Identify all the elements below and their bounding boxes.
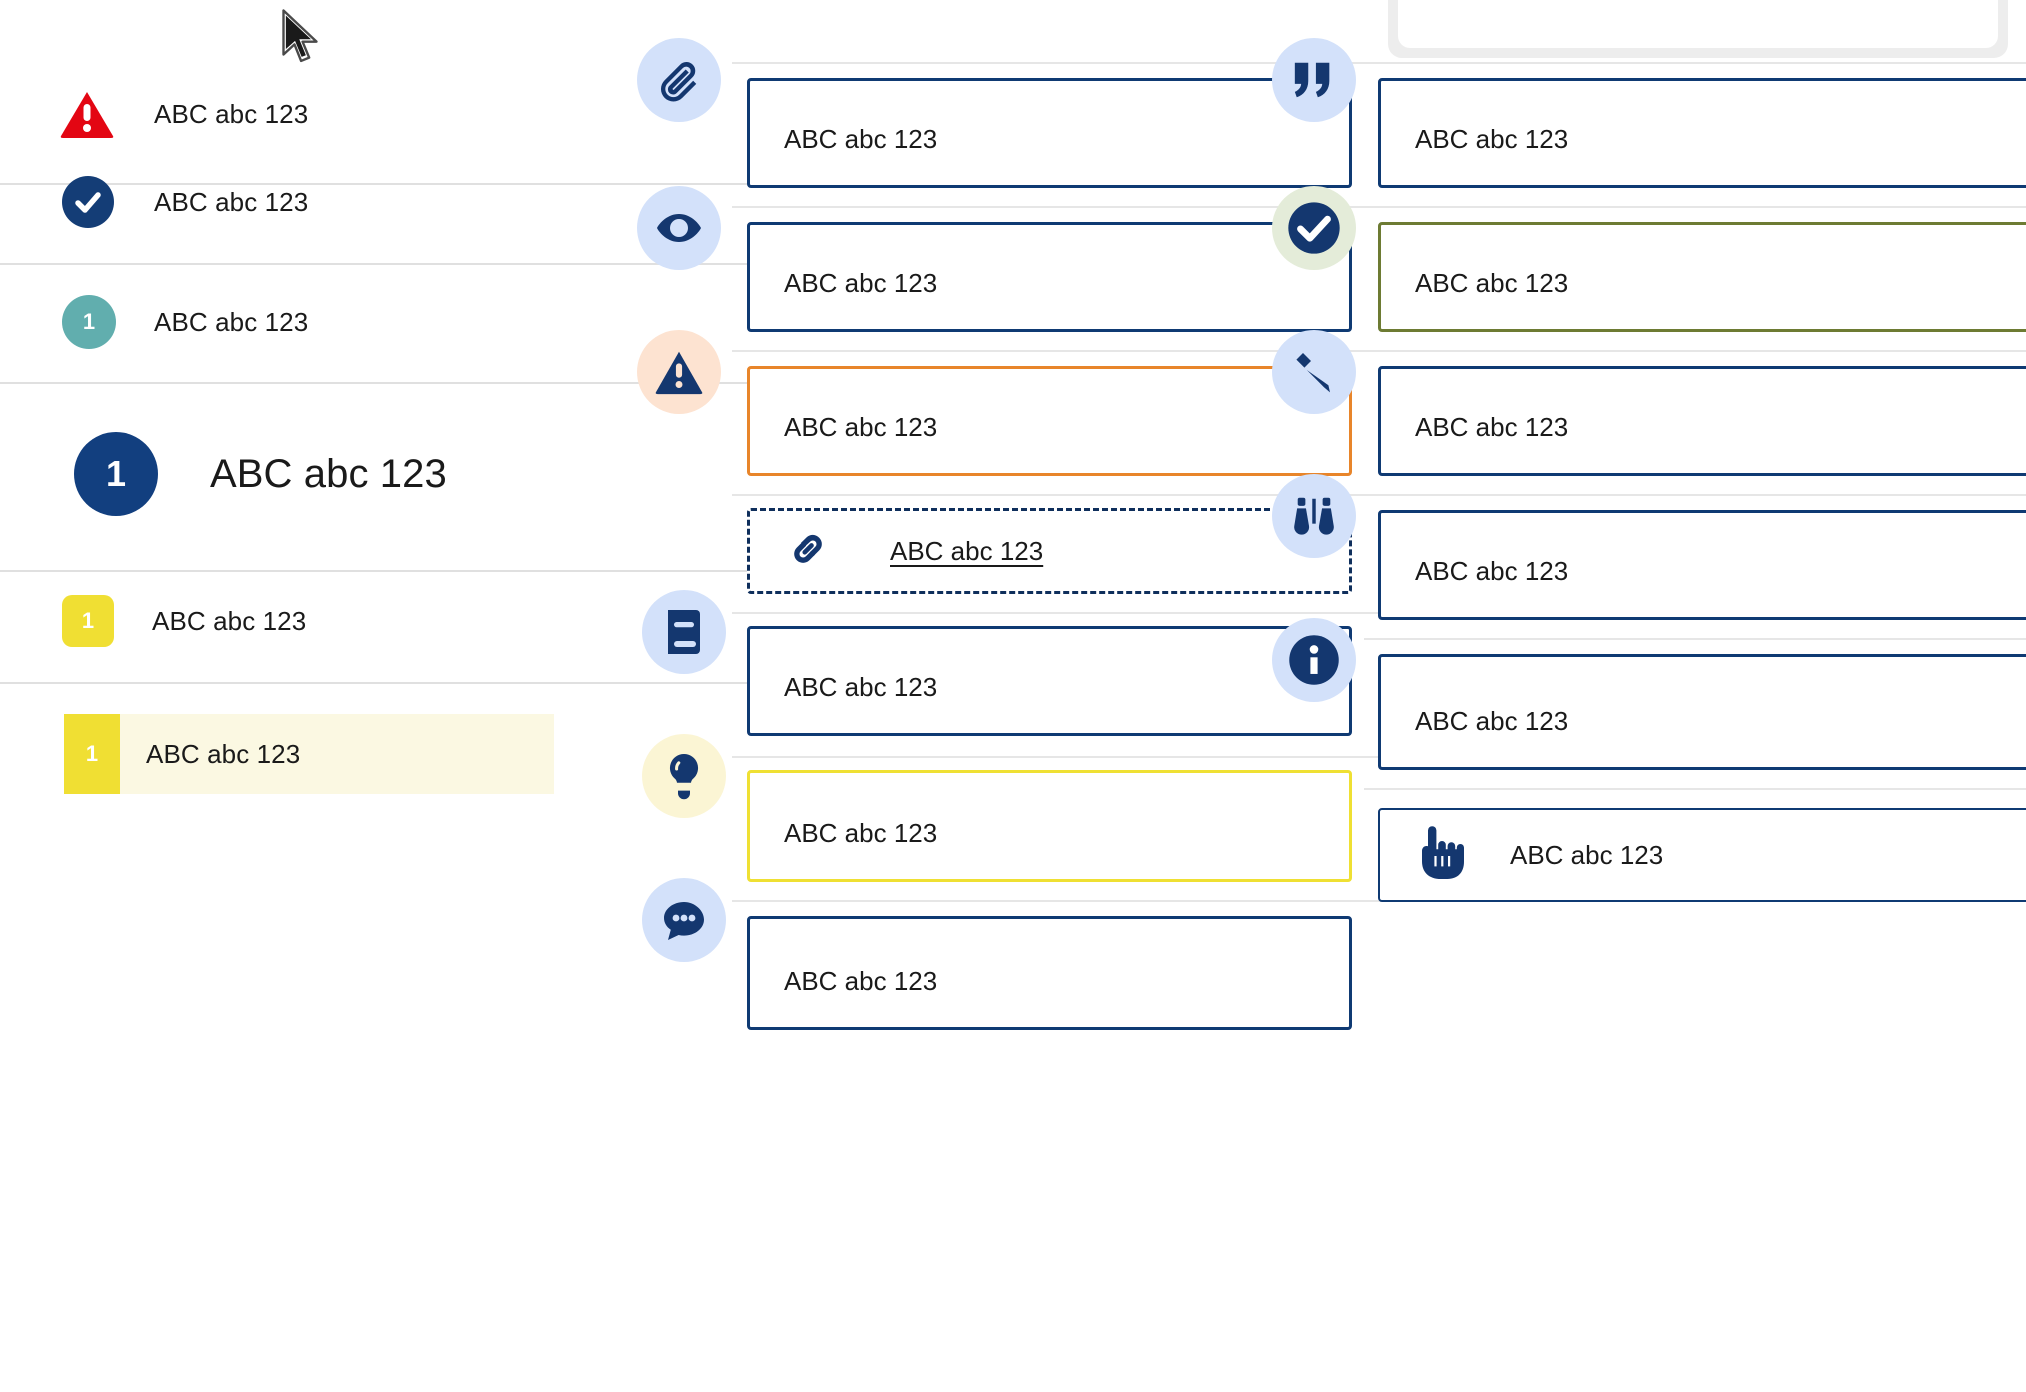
card-warning[interactable]: ABC abc 123	[747, 366, 1352, 476]
row-separator	[1364, 350, 2026, 352]
card-label: ABC abc 123	[1415, 268, 1569, 298]
mouse-pointer-icon	[278, 8, 322, 68]
badge-value: 1	[81, 608, 95, 633]
card-link-label[interactable]: ABC abc 123	[890, 535, 1044, 566]
sidebar-item-warning[interactable]: ABC abc 123	[0, 84, 752, 144]
info-circle-icon	[1272, 618, 1356, 702]
top-panel-surface	[1398, 0, 1998, 48]
number-badge-navy-large-icon: 1	[74, 432, 158, 516]
number-badge-yellow-square-icon: 1	[64, 714, 120, 794]
card-label: ABC abc 123	[784, 818, 938, 848]
hand-row: ABC abc 123	[1410, 810, 1663, 900]
badge-value: 1	[85, 741, 99, 766]
sidebar: ABC abc 123 ABC abc 123 1 ABC abc 123 1 …	[0, 0, 752, 1392]
row-separator	[732, 62, 1432, 64]
sidebar-item-badge-teal[interactable]: 1 ABC abc 123	[0, 295, 752, 349]
divider	[0, 682, 752, 684]
sidebar-item-label: ABC abc 123	[154, 98, 309, 129]
card-eye[interactable]: ABC abc 123	[747, 222, 1352, 332]
card-label: ABC abc 123	[784, 412, 938, 442]
sidebar-item-label: ABC abc 123	[146, 738, 301, 769]
sidebar-item-label: ABC abc 123	[154, 186, 309, 217]
sidebar-item-badge-navy-large[interactable]: 1 ABC abc 123	[0, 432, 752, 516]
card-link[interactable]: ABC abc 123	[747, 508, 1352, 594]
pencil-icon	[1272, 330, 1356, 414]
link-row: ABC abc 123	[780, 511, 1043, 591]
card-label: ABC abc 123	[1415, 706, 1569, 736]
card-book[interactable]: ABC abc 123	[747, 626, 1352, 736]
book-icon	[642, 590, 726, 674]
check-circle-navy-icon	[62, 176, 114, 228]
row-separator	[732, 900, 1432, 902]
pointing-hand-icon	[1410, 824, 1464, 887]
number-badge-yellow-square-icon: 1	[62, 595, 114, 647]
card-edit[interactable]: ABC abc 123	[1378, 366, 2026, 476]
card-paperclip[interactable]: ABC abc 123	[747, 78, 1352, 188]
badge-value: 1	[82, 309, 96, 334]
sidebar-item-badge-yellow[interactable]: 1 ABC abc 123	[0, 595, 752, 647]
sidebar-item-check[interactable]: ABC abc 123	[0, 176, 752, 228]
row-separator	[1364, 494, 2026, 496]
binoculars-icon	[1272, 474, 1356, 558]
card-binoculars[interactable]: ABC abc 123	[1378, 510, 2026, 620]
sidebar-item-selected[interactable]: 1 ABC abc 123	[64, 714, 554, 794]
card-label: ABC abc 123	[784, 268, 938, 298]
card-label: ABC abc 123	[1415, 412, 1569, 442]
card-label: ABC abc 123	[784, 966, 938, 996]
card-label: ABC abc 123	[1510, 839, 1664, 870]
divider	[0, 382, 752, 384]
row-separator	[1364, 206, 2026, 208]
row-separator	[732, 756, 1432, 758]
sidebar-item-label: ABC abc 123	[154, 306, 309, 337]
row-separator	[732, 494, 1432, 496]
divider	[0, 570, 752, 572]
card-label: ABC abc 123	[784, 672, 938, 702]
speech-bubble-icon	[642, 878, 726, 962]
check-circle-icon	[1272, 186, 1356, 270]
row-separator	[1364, 62, 2026, 64]
card-info[interactable]: ABC abc 123	[1378, 654, 2026, 770]
row-separator	[732, 206, 1432, 208]
divider	[0, 183, 752, 185]
row-separator	[1364, 788, 2026, 790]
lightbulb-icon	[642, 734, 726, 818]
card-lightbulb[interactable]: ABC abc 123	[747, 770, 1352, 882]
number-badge-teal-icon: 1	[62, 295, 116, 349]
divider	[0, 263, 752, 265]
eye-icon	[637, 186, 721, 270]
sidebar-item-label: ABC abc 123	[152, 605, 307, 636]
link-chain-icon	[780, 521, 836, 582]
card-hand[interactable]: ABC abc 123	[1378, 808, 2026, 902]
row-separator	[1364, 638, 2026, 640]
card-label: ABC abc 123	[1415, 124, 1569, 154]
card-label: ABC abc 123	[784, 124, 938, 154]
warning-triangle-icon	[637, 330, 721, 414]
card-comment[interactable]: ABC abc 123	[747, 916, 1352, 1030]
warning-triangle-red-icon	[60, 90, 114, 138]
card-check[interactable]: ABC abc 123	[1378, 222, 2026, 332]
row-separator	[732, 350, 1432, 352]
card-quote[interactable]: ABC abc 123	[1378, 78, 2026, 188]
row-separator	[732, 612, 1432, 614]
quote-marks-icon	[1272, 38, 1356, 122]
sidebar-item-label: ABC abc 123	[210, 451, 447, 496]
paperclip-icon	[637, 38, 721, 122]
badge-value: 1	[105, 453, 127, 494]
card-label: ABC abc 123	[1415, 556, 1569, 586]
